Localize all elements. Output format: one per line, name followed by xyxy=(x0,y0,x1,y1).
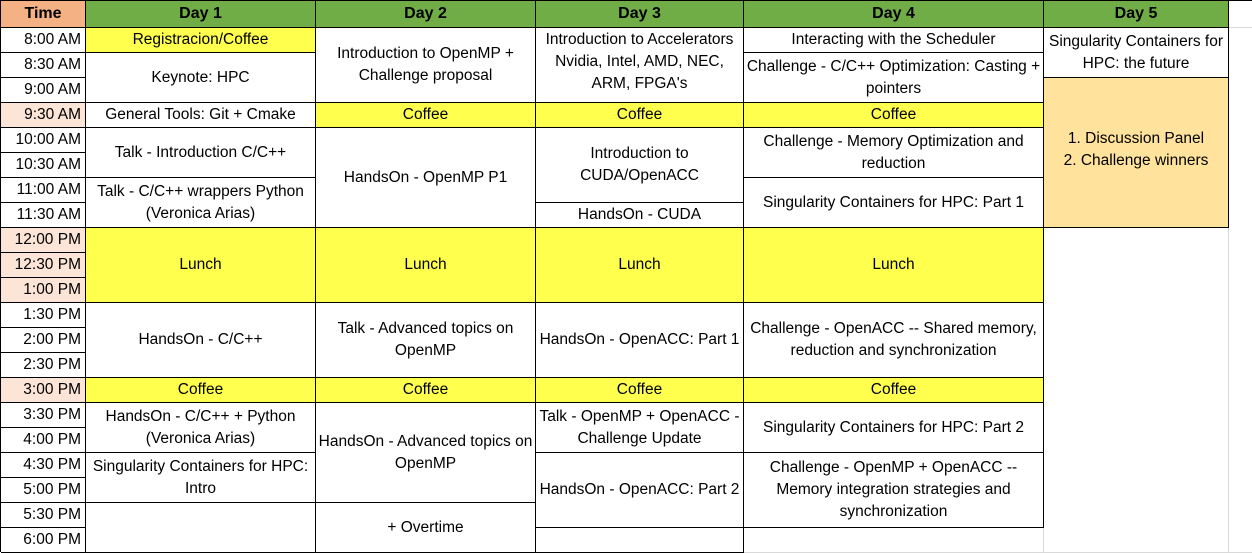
time-cell[interactable]: 4:00 PM xyxy=(1,428,86,453)
day1-talk-wrappers[interactable]: Talk - C/C++ wrappers Python (Veronica A… xyxy=(86,178,316,228)
day3-coffee-am[interactable]: Coffee xyxy=(536,103,744,128)
day4-challenge-openacc[interactable]: Challenge - OpenACC -- Shared memory, re… xyxy=(744,303,1044,378)
time-cell[interactable]: 10:00 AM xyxy=(1,128,86,153)
empty-cell[interactable] xyxy=(1229,28,1252,553)
day4-coffee-am[interactable]: Coffee xyxy=(744,103,1044,128)
day2-intro-openmp[interactable]: Introduction to OpenMP + Challenge propo… xyxy=(316,28,536,103)
day1-handson-python[interactable]: HandsOn - C/C++ + Python (Veronica Arias… xyxy=(86,403,316,453)
day4-challenge-casting[interactable]: Challenge - C/C++ Optimization: Casting … xyxy=(744,53,1044,103)
day3-lunch[interactable]: Lunch xyxy=(536,228,744,303)
time-cell[interactable]: 10:30 AM xyxy=(1,153,86,178)
day2-overtime[interactable]: + Overtime xyxy=(316,503,536,553)
day2-lunch[interactable]: Lunch xyxy=(316,228,536,303)
time-cell[interactable]: 9:30 AM xyxy=(1,103,86,128)
day1-keynote[interactable]: Keynote: HPC xyxy=(86,53,316,103)
day4-challenge-memory[interactable]: Challenge - Memory Optimization and redu… xyxy=(744,128,1044,178)
day3-intro-accelerators-text: Introduction to Accelerators Nvidia, Int… xyxy=(545,31,734,92)
time-cell[interactable]: 1:00 PM xyxy=(1,278,86,303)
header-day-1[interactable]: Day 1 xyxy=(86,1,316,28)
day4-singularity-part2[interactable]: Singularity Containers for HPC: Part 2 xyxy=(744,403,1044,453)
day4-scheduler[interactable]: Interacting with the Scheduler xyxy=(744,28,1044,53)
time-cell[interactable]: 11:00 AM xyxy=(1,178,86,203)
time-cell[interactable]: 5:00 PM xyxy=(1,478,86,503)
time-cell[interactable]: 8:30 AM xyxy=(1,53,86,78)
day5-singularity-future[interactable]: Singularity Containers for HPC: the futu… xyxy=(1044,28,1229,78)
empty-cell[interactable] xyxy=(536,528,744,553)
day3-handson-openacc1[interactable]: HandsOn - OpenACC: Part 1 xyxy=(536,303,744,378)
day2-coffee-pm[interactable]: Coffee xyxy=(316,378,536,403)
header-day-5[interactable]: Day 5 xyxy=(1044,1,1229,28)
day3-talk-update[interactable]: Talk - OpenMP + OpenACC - Challenge Upda… xyxy=(536,403,744,453)
day3-coffee-pm[interactable]: Coffee xyxy=(536,378,744,403)
day4-challenge-integration[interactable]: Challenge - OpenMP + OpenACC -- Memory i… xyxy=(744,453,1044,528)
day5-closing[interactable]: 1. Discussion Panel 2. Challenge winners xyxy=(1044,78,1229,228)
time-cell[interactable]: 3:00 PM xyxy=(1,378,86,403)
day4-singularity-part1[interactable]: Singularity Containers for HPC: Part 1 xyxy=(744,178,1044,228)
day1-handson-cpp[interactable]: HandsOn - C/C++ xyxy=(86,303,316,378)
time-cell[interactable]: 8:00 AM xyxy=(1,28,86,53)
day2-coffee-am[interactable]: Coffee xyxy=(316,103,536,128)
day1-lunch[interactable]: Lunch xyxy=(86,228,316,303)
time-cell[interactable]: 4:30 PM xyxy=(1,453,86,478)
time-cell[interactable]: 12:30 PM xyxy=(1,253,86,278)
day3-intro-accelerators[interactable]: Introduction to Accelerators Nvidia, Int… xyxy=(536,28,744,103)
time-cell[interactable]: 6:00 PM xyxy=(1,528,86,553)
header-day-4[interactable]: Day 4 xyxy=(744,1,1044,28)
day3-handson-cuda[interactable]: HandsOn - CUDA xyxy=(536,203,744,228)
day1-registration[interactable]: Registracion/Coffee xyxy=(86,28,316,53)
day1-talk-intro[interactable]: Talk - Introduction C/C++ xyxy=(86,128,316,178)
time-cell[interactable]: 2:00 PM xyxy=(1,328,86,353)
day3-handson-openacc2[interactable]: HandsOn - OpenACC: Part 2 xyxy=(536,453,744,528)
time-cell[interactable]: 1:30 PM xyxy=(1,303,86,328)
empty-cell[interactable] xyxy=(744,528,1044,553)
day1-singularity-intro[interactable]: Singularity Containers for HPC: Intro xyxy=(86,453,316,503)
day1-coffee[interactable]: Coffee xyxy=(86,378,316,403)
time-cell[interactable]: 2:30 PM xyxy=(1,353,86,378)
day1-general-tools[interactable]: General Tools: Git + Cmake xyxy=(86,103,316,128)
empty-cell[interactable] xyxy=(1044,228,1229,553)
time-cell[interactable]: 11:30 AM xyxy=(1,203,86,228)
day3-intro-cuda[interactable]: Introduction to CUDA/OpenACC xyxy=(536,128,744,203)
time-cell[interactable]: 12:00 PM xyxy=(1,228,86,253)
day2-handson-openmp[interactable]: HandsOn - OpenMP P1 xyxy=(316,128,536,228)
time-cell[interactable]: 5:30 PM xyxy=(1,503,86,528)
empty-cell[interactable] xyxy=(1229,1,1252,28)
day4-lunch[interactable]: Lunch xyxy=(744,228,1044,303)
header-day-3[interactable]: Day 3 xyxy=(536,1,744,28)
day2-handson-advanced[interactable]: HandsOn - Advanced topics on OpenMP xyxy=(316,403,536,503)
time-cell[interactable]: 9:00 AM xyxy=(1,78,86,103)
time-cell[interactable]: 3:30 PM xyxy=(1,403,86,428)
empty-cell[interactable] xyxy=(86,503,316,553)
header-day-2[interactable]: Day 2 xyxy=(316,1,536,28)
day4-coffee-pm[interactable]: Coffee xyxy=(744,378,1044,403)
header-time[interactable]: Time xyxy=(1,1,86,28)
day2-talk-advanced[interactable]: Talk - Advanced topics on OpenMP xyxy=(316,303,536,378)
